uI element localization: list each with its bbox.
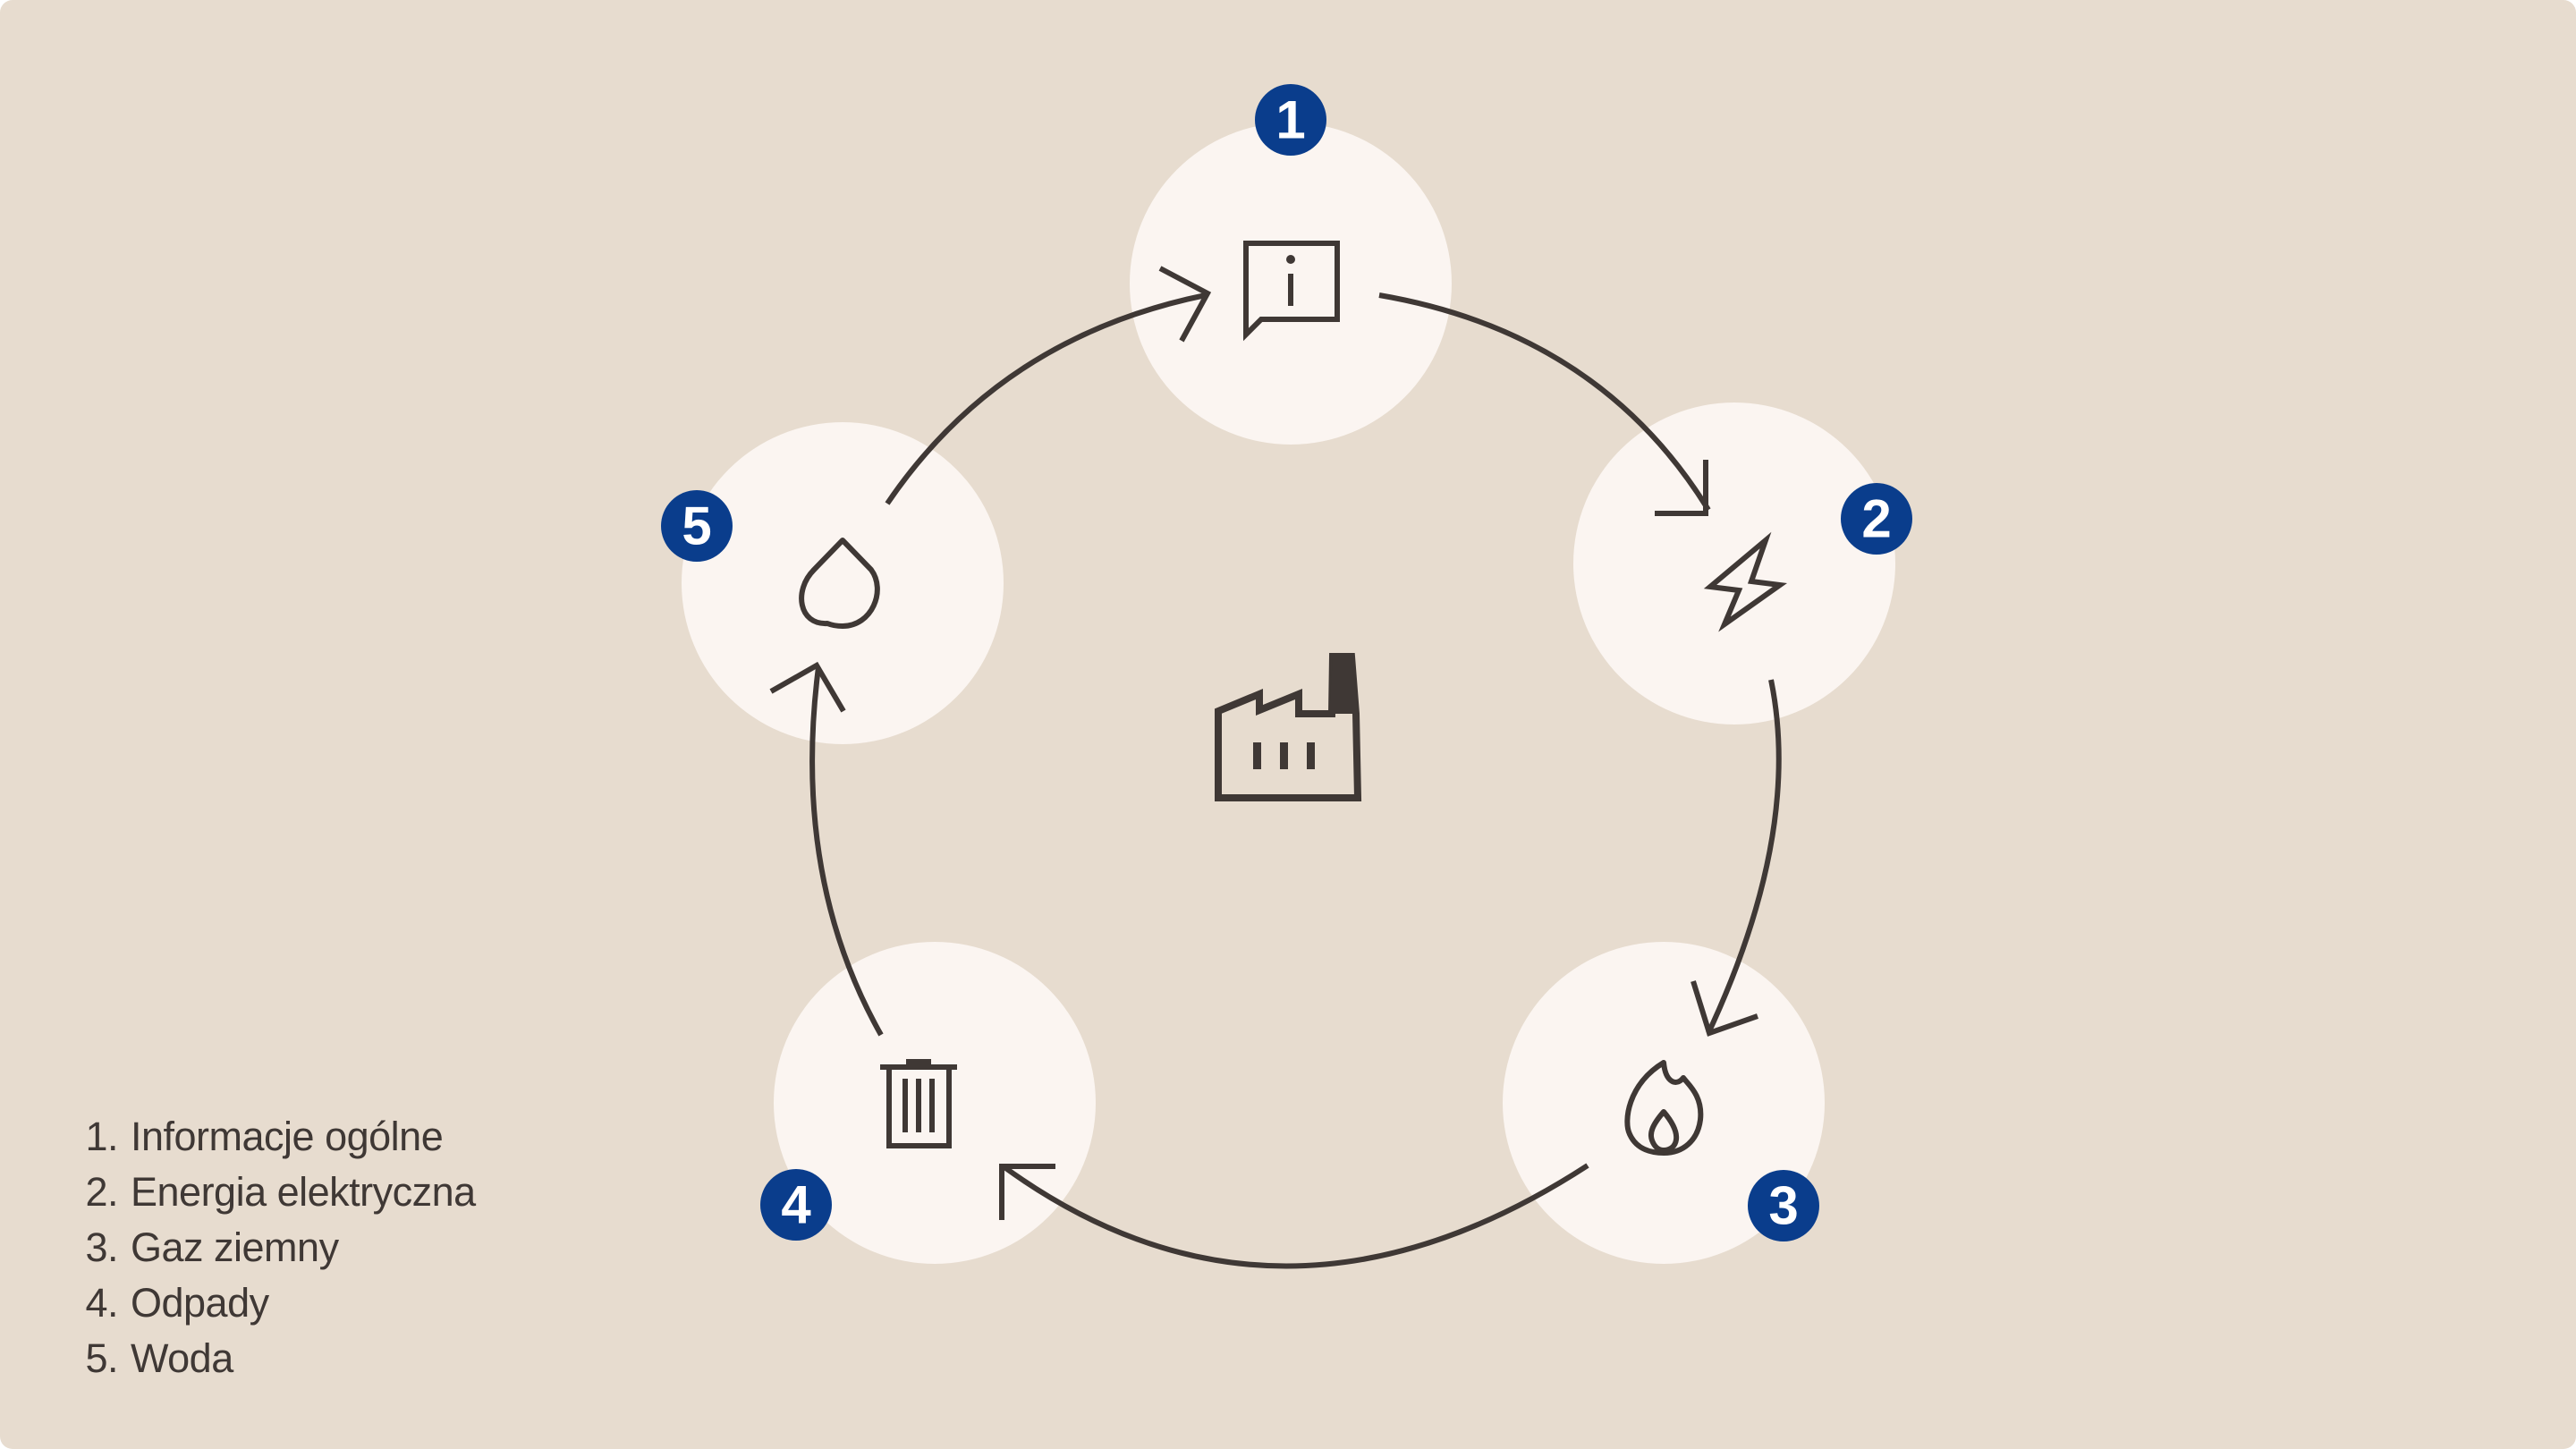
badge-number-3: 3 <box>1768 1176 1798 1236</box>
badge-1: 1 <box>1255 84 1326 156</box>
arrowhead-3 <box>1690 980 1758 1037</box>
badge-4: 4 <box>760 1169 832 1241</box>
badge-number-5: 5 <box>682 496 711 556</box>
legend-item: 3. Gaz ziemny <box>68 1224 476 1280</box>
badge-number-4: 4 <box>781 1175 811 1235</box>
factory-icon <box>1215 653 1362 801</box>
legend-number: 3. <box>85 1224 118 1270</box>
badge-3: 3 <box>1748 1170 1819 1241</box>
legend: 1. Informacje ogólne 2. Energia elektryc… <box>68 1114 476 1391</box>
legend-item: 2. Energia elektryczna <box>68 1169 476 1224</box>
arrowhead-4 <box>999 1164 1055 1220</box>
badge-5: 5 <box>661 490 733 562</box>
flame-icon <box>1624 1060 1704 1156</box>
legend-item: 1. Informacje ogólne <box>68 1114 476 1169</box>
legend-number: 2. <box>85 1169 118 1215</box>
legend-number: 5. <box>85 1335 118 1381</box>
legend-item: 4. Odpady <box>68 1280 476 1335</box>
info-chat-icon <box>1243 241 1340 342</box>
arrowhead-2 <box>1655 460 1708 516</box>
badge-number-1: 1 <box>1275 90 1305 150</box>
arc-1-to-2 <box>1378 292 1711 512</box>
water-drop-icon <box>799 538 880 629</box>
arc-5-to-1 <box>885 292 1207 505</box>
arc-2-to-3 <box>1706 679 1782 1035</box>
legend-label: Woda <box>131 1335 233 1381</box>
legend-number: 1. <box>85 1114 118 1159</box>
arc-3-to-4 <box>1003 1163 1589 1269</box>
trash-icon <box>880 1059 957 1148</box>
arrowhead-5 <box>769 661 846 713</box>
legend-label: Informacje ogólne <box>131 1114 444 1159</box>
legend-number: 4. <box>85 1280 118 1326</box>
legend-label: Odpady <box>131 1280 269 1326</box>
lightning-icon <box>1703 531 1788 632</box>
legend-item: 5. Woda <box>68 1335 476 1391</box>
node-circle-5 <box>682 422 1004 744</box>
badge-number-2: 2 <box>1861 489 1891 549</box>
badge-2: 2 <box>1841 483 1912 555</box>
arc-4-to-5 <box>809 666 884 1037</box>
legend-label: Energia elektryczna <box>131 1169 476 1215</box>
arrowhead-1 <box>1158 266 1212 343</box>
legend-label: Gaz ziemny <box>131 1224 339 1270</box>
